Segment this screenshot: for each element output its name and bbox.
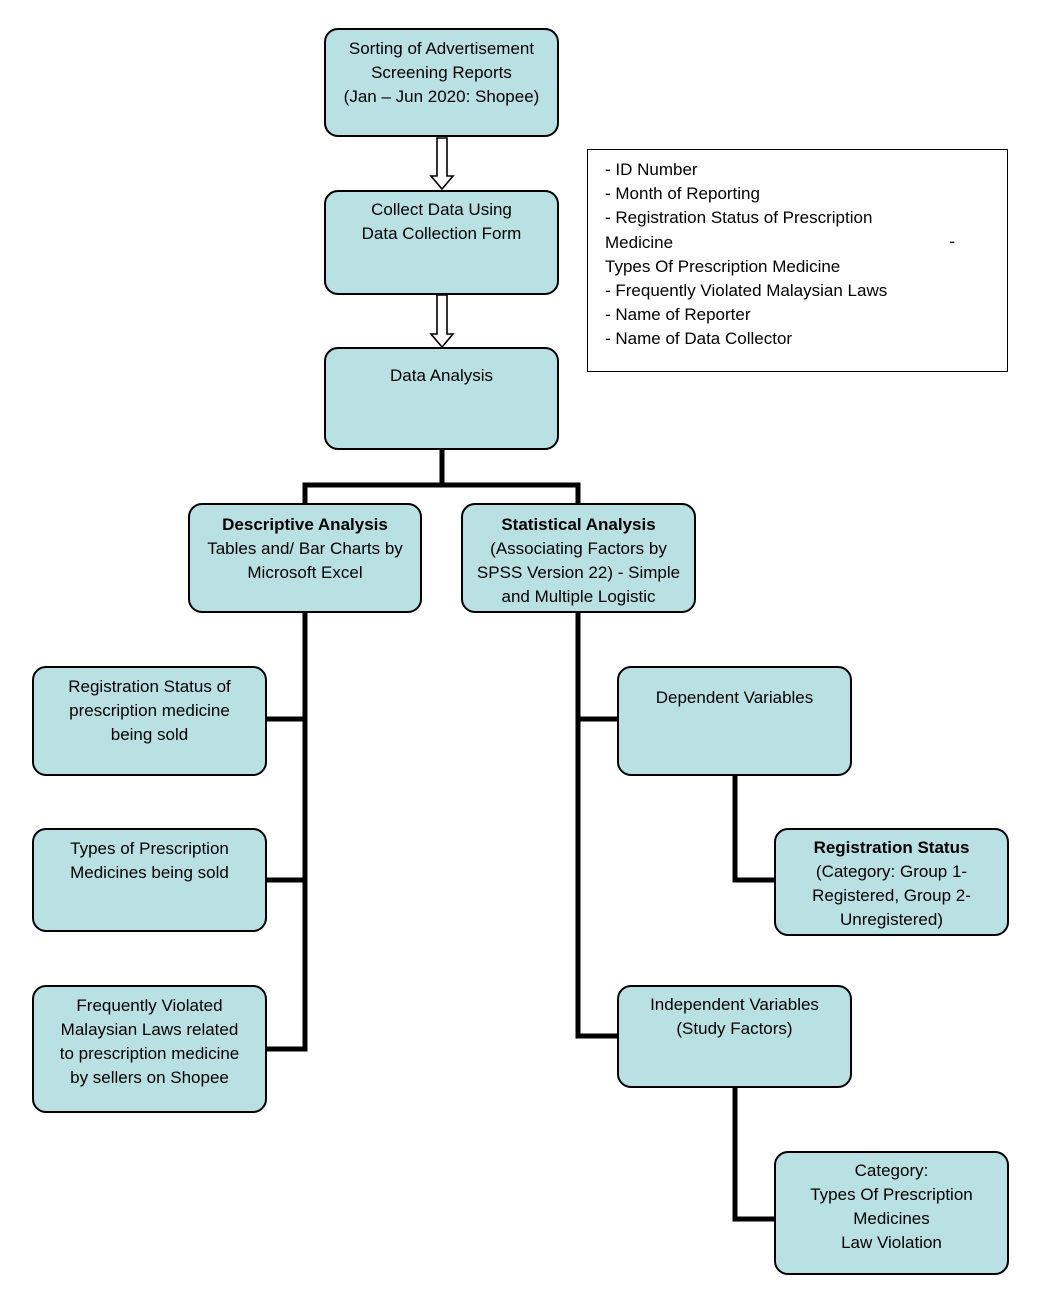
arrow-collect-to-analysis	[429, 294, 455, 349]
arrow-sorting-to-collect	[429, 137, 455, 191]
node-text: SPSS Version 22) - Simple	[476, 563, 681, 582]
node-text: Category:	[854, 1161, 929, 1180]
descriptive-analysis-node: Descriptive Analysis Tables and/ Bar Cha…	[188, 503, 422, 613]
node-text: by sellers on Shopee	[70, 1068, 229, 1087]
node-text: Data Collection Form	[361, 224, 522, 243]
registration-status-node: Registration Status (Category: Group 1- …	[774, 828, 1009, 936]
statistical-analysis-node: Statistical Analysis (Associating Factor…	[461, 503, 696, 613]
node-title-text: Registration Status	[813, 838, 970, 857]
note-line: Medicine	[605, 232, 674, 252]
node-text: Medicines	[853, 1209, 930, 1228]
note-trailing-dash: -	[949, 232, 955, 251]
types-sold-node: Types of Prescription Medicines being so…	[32, 828, 267, 932]
dependent-variables-node: Dependent Variables	[617, 666, 852, 776]
note-line: - Registration Status of Prescription	[605, 208, 873, 228]
data-fields-note: - ID Number - Month of Reporting - Regis…	[587, 149, 1008, 372]
node-text: and Multiple Logistic	[501, 587, 656, 606]
node-text: (Jan – Jun 2020: Shopee)	[343, 87, 540, 106]
node-text: prescription medicine	[69, 701, 230, 720]
node-text: Types of Prescription	[70, 839, 229, 858]
node-text: Independent Variables	[650, 995, 819, 1014]
node-text: Dependent Variables	[655, 688, 814, 707]
node-text: Data Analysis	[390, 366, 493, 385]
note-line: - Month of Reporting	[605, 184, 760, 204]
node-title-text: Statistical Analysis	[501, 515, 656, 534]
node-text: (Associating Factors by	[490, 539, 667, 558]
node-title: Registration Status	[776, 836, 1007, 860]
node-text: Unregistered)	[840, 910, 943, 929]
node-title: Descriptive Analysis	[190, 513, 420, 537]
node-text: (Study Factors)	[676, 1019, 793, 1038]
independent-variables-node: Independent Variables (Study Factors)	[617, 985, 852, 1088]
violated-laws-node: Frequently Violated Malaysian Laws relat…	[32, 985, 267, 1113]
node-text: Types Of Prescription	[810, 1185, 973, 1204]
node-text: Registered, Group 2-	[812, 886, 971, 905]
node-text: Medicines being sold	[70, 863, 229, 882]
node-text: to prescription medicine	[59, 1044, 240, 1063]
node-text: Malaysian Laws related	[60, 1020, 239, 1039]
node-text: Collect Data Using	[371, 200, 512, 219]
data-analysis-node: Data Analysis	[324, 347, 559, 450]
note-line: - ID Number	[605, 160, 698, 179]
note-line: - Frequently Violated Malaysian Laws	[605, 281, 888, 301]
node-text: Tables and/ Bar Charts by	[207, 539, 403, 558]
collect-data-node: Collect Data Using Data Collection Form	[324, 190, 559, 295]
registration-status-sold-node: Registration Status of prescription medi…	[32, 666, 267, 776]
node-title-text: Descriptive Analysis	[222, 515, 388, 534]
note-line: - Name of Reporter	[605, 305, 751, 325]
node-text: (Category: Group 1-	[815, 862, 968, 881]
node-text: being sold	[110, 725, 189, 744]
node-text: Frequently Violated	[76, 996, 223, 1015]
node-text: Law Violation	[841, 1233, 942, 1252]
category-node: Category: Types Of Prescription Medicine…	[774, 1151, 1009, 1275]
sorting-reports-node: Sorting of Advertisement Screening Repor…	[324, 28, 559, 137]
node-text: Sorting of Advertisement	[348, 39, 535, 58]
note-line: - Name of Data Collector	[605, 329, 793, 349]
node-text: Microsoft Excel	[247, 563, 363, 582]
node-title: Statistical Analysis	[463, 513, 694, 537]
node-text: Screening Reports	[371, 63, 512, 82]
note-line: Types Of Prescription Medicine	[605, 256, 841, 276]
node-text: Registration Status of	[68, 677, 231, 696]
